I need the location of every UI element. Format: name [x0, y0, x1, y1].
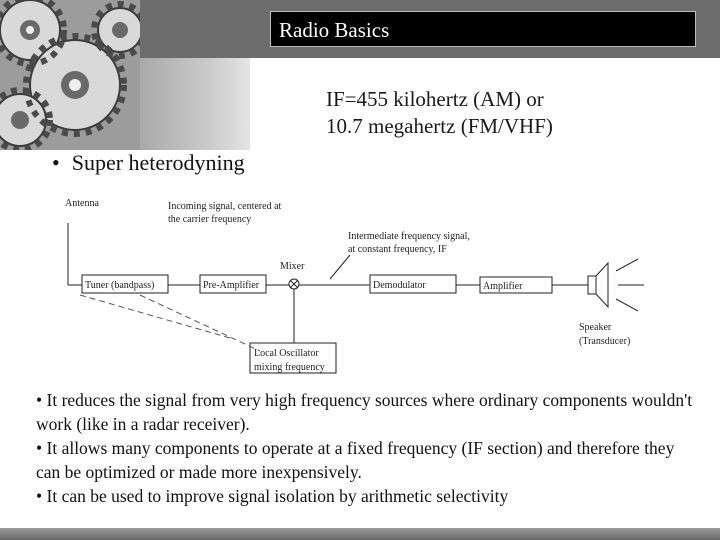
superhet-diagram: Antenna Incoming signal, centered at the…: [60, 183, 678, 378]
speaker-label-2: (Transducer): [579, 336, 630, 347]
demod-label: Demodulator: [373, 280, 426, 291]
main-bullet: • Super heterodyning: [52, 150, 245, 176]
if-pointer: [329, 254, 351, 280]
lo-block: [249, 342, 337, 374]
if-note-line1: IF=455 kilohertz (AM) or: [326, 87, 544, 111]
amp-label: Amplifier: [483, 281, 523, 292]
gears-image: [0, 0, 140, 150]
lo-label-1: Local Oscillator: [254, 348, 319, 359]
demod-block: [369, 274, 457, 294]
incoming-label-2: the carrier frequency: [168, 214, 251, 225]
dashed-guide-1: [139, 294, 261, 352]
speaker-cone: [595, 261, 609, 309]
if-note-line2: 10.7 megahertz (FM/VHF): [326, 114, 553, 138]
if-note: IF=455 kilohertz (AM) or 10.7 megahertz …: [326, 86, 553, 140]
main-bullet-text: Super heterodyning: [71, 150, 245, 175]
title-box: Radio Basics: [270, 11, 696, 47]
bullet-dot: •: [52, 150, 60, 175]
if-label-1: Intermediate frequency signal,: [348, 231, 470, 242]
footer-strip: [0, 528, 720, 540]
header-gradient: [140, 58, 250, 150]
tuner-label: Tuner (bandpass): [85, 280, 154, 291]
speaker-label-1: Speaker: [579, 322, 612, 333]
slide-title: Radio Basics: [279, 18, 390, 42]
point-3: • It can be used to improve signal isola…: [36, 486, 509, 506]
lo-label-2: mixing frequency: [254, 362, 325, 373]
if-label-2: at constant frequency, IF: [348, 244, 447, 255]
mixer-x2: [290, 280, 298, 288]
sound-wave-3: [615, 298, 639, 312]
point-2: • It allows many components to operate a…: [36, 438, 675, 482]
mixer-label: Mixer: [280, 261, 305, 272]
explanation-text: • It reduces the signal from very high f…: [36, 388, 696, 508]
antenna-label: Antenna: [65, 198, 99, 209]
preamp-label: Pre-Amplifier: [203, 280, 260, 291]
tuner-block: [81, 274, 169, 294]
incoming-label-1: Incoming signal, centered at: [168, 201, 282, 212]
amp-block: [479, 276, 553, 294]
speaker-body: [587, 275, 597, 295]
dashed-guide-2: [79, 294, 231, 339]
preamp-block: [199, 274, 267, 294]
point-1: • It reduces the signal from very high f…: [36, 390, 693, 434]
sound-wave-1: [615, 258, 639, 272]
